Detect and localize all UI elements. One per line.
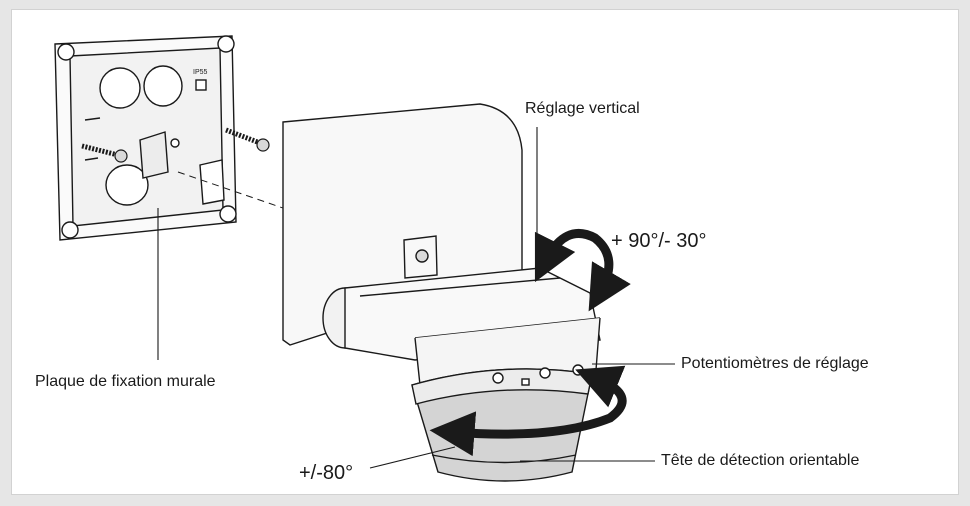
horizontal-rotation-arrow [429, 365, 627, 457]
alignment-dashed-line [177, 171, 421, 256]
label-detection-head: Tête de détection orientable [661, 452, 860, 469]
screw-right-icon [225, 127, 270, 152]
label-vertical-adjust: Réglage vertical [525, 100, 640, 117]
ip-rating-marking: IP55 [193, 69, 208, 76]
screw-left-icon [81, 143, 128, 163]
wall-mounting-plate [54, 35, 237, 241]
leader-lines [157, 127, 675, 469]
label-potentiometers: Potentiomètres de réglage [681, 355, 869, 372]
vertical-rotation-arrow [534, 229, 631, 312]
label-wall-plate: Plaque de fixation murale [35, 373, 216, 390]
sensor-arm [322, 267, 601, 386]
label-vertical-angle: + 90°/- 30° [611, 230, 707, 252]
label-horizontal-angle: +/-80° [299, 462, 354, 484]
detection-head [411, 364, 593, 482]
